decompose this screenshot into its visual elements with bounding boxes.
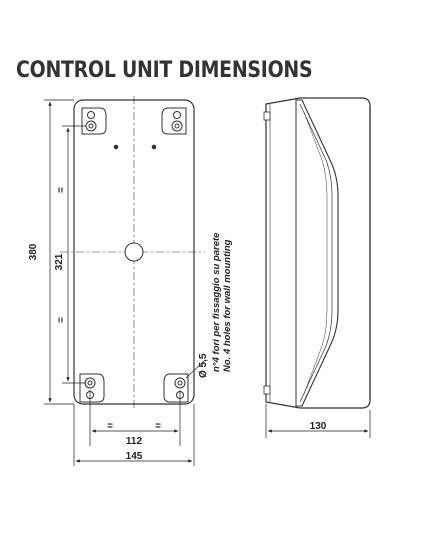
equal-mark-lower: = — [56, 317, 67, 323]
lid-outline-inner — [299, 103, 333, 403]
equal-mark-left: = — [107, 421, 113, 432]
equal-mark-right: = — [155, 421, 161, 432]
equal-mark-upper: = — [56, 187, 67, 193]
height-321-label: 321 — [54, 253, 65, 270]
mounting-hole-top-left — [81, 107, 107, 135]
width-dimension-lines — [73, 390, 195, 466]
page-title: CONTROL UNIT DIMENSIONS — [16, 58, 313, 83]
width-112-label: 112 — [126, 436, 143, 447]
mounting-hole-bottom-right — [163, 373, 189, 403]
hole-diameter-label: Ø 5,5 — [198, 353, 209, 378]
height-dimension-lines — [44, 99, 86, 405]
depth-dimension-lines — [265, 404, 371, 438]
front-view — [60, 96, 205, 410]
width-145-label: 145 — [126, 451, 143, 462]
lid-outline-outer — [296, 99, 339, 407]
diameter-leader — [185, 359, 206, 379]
height-380-label: 380 — [28, 243, 39, 260]
screw-dot — [151, 144, 157, 150]
depth-130-label: 130 — [310, 421, 327, 432]
mounting-hole-top-right — [161, 107, 187, 135]
side-body-outline — [265, 97, 371, 409]
center-knockout — [124, 242, 144, 262]
mounting-note-italian: n°4 fori per fissaggio su parete — [211, 232, 222, 372]
screw-dot — [113, 144, 119, 150]
side-view — [263, 97, 371, 409]
mounting-note-english: No. 4 holes for wall mounting — [222, 239, 233, 372]
mounting-hole-bottom-left — [79, 373, 105, 403]
